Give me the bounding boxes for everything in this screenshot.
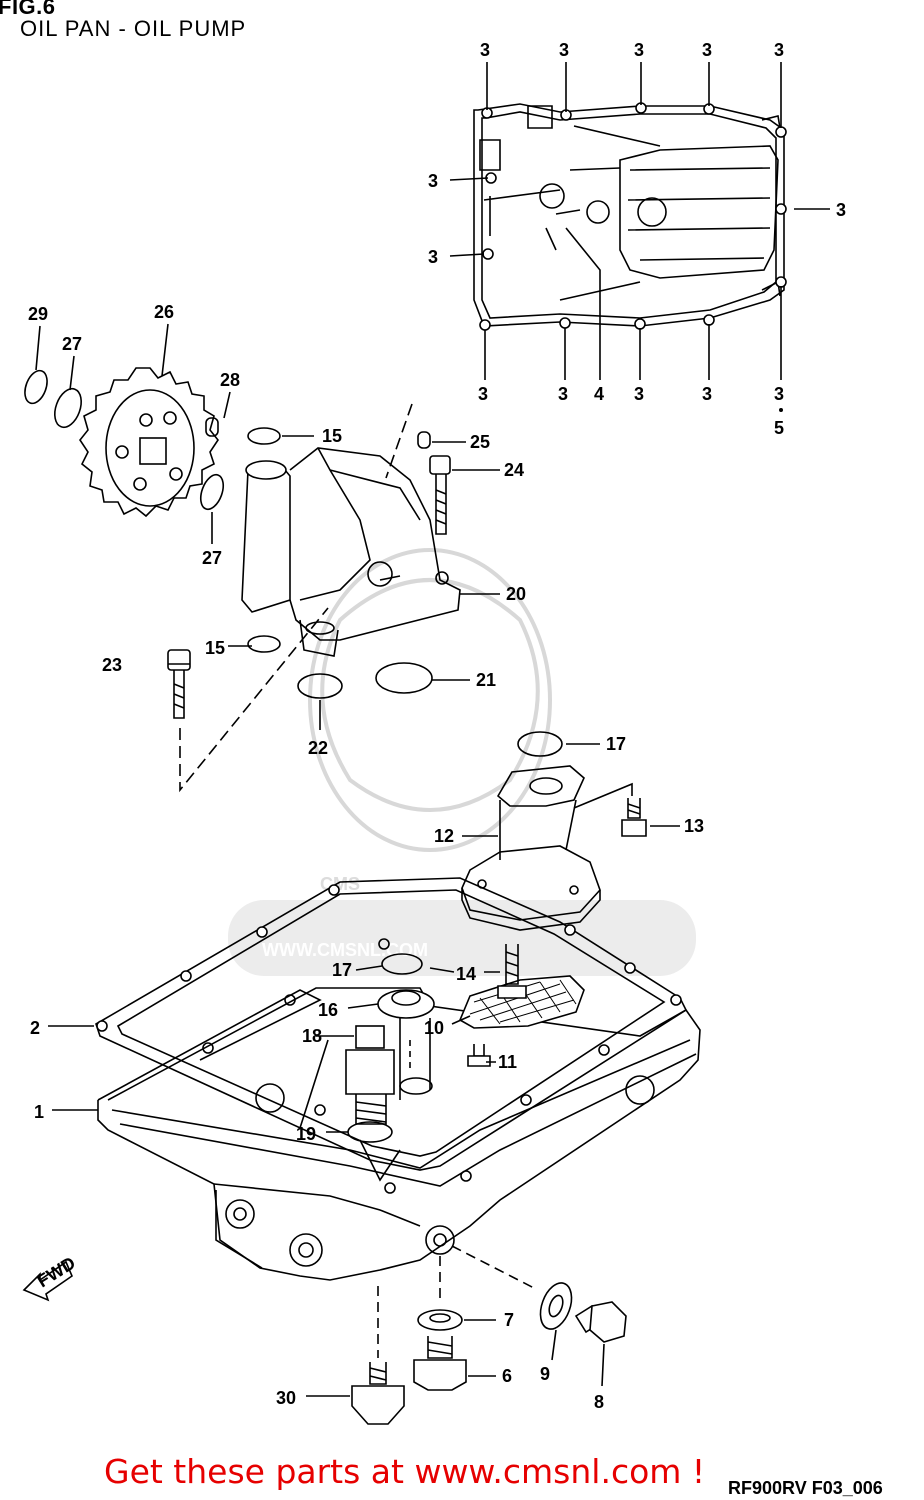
callout-29: 29 xyxy=(28,304,48,324)
callout-6: 6 xyxy=(502,1366,512,1386)
upper-oil-pan-gasket xyxy=(473,103,785,327)
callout-15: 15 xyxy=(205,638,225,658)
callout-7: 7 xyxy=(504,1310,514,1330)
washer-9 xyxy=(539,1282,573,1330)
pin-25 xyxy=(417,431,431,449)
drain-plug-8 xyxy=(574,1301,627,1343)
washer-7 xyxy=(417,1309,463,1331)
washer-27-upper xyxy=(54,387,82,429)
callout-9: 9 xyxy=(540,1364,550,1384)
drain-plug-30 xyxy=(351,1362,405,1425)
callout-3: 3 xyxy=(634,384,644,404)
callout-2: 2 xyxy=(30,1018,40,1038)
callout-3: 3 xyxy=(428,247,438,267)
callout-25: 25 xyxy=(470,432,490,452)
callout-19: 19 xyxy=(296,1124,316,1144)
diagram-title: OIL PAN - OIL PUMP xyxy=(20,16,247,41)
callout-3: 3 xyxy=(428,171,438,191)
oil-pressure-switch-18 xyxy=(345,1025,395,1125)
oil-pump-body xyxy=(241,447,461,657)
bolt-11 xyxy=(467,1044,491,1067)
callout-23: 23 xyxy=(102,655,122,675)
callout-11: 11 xyxy=(498,1052,517,1072)
bolt-24 xyxy=(429,455,451,535)
callout-22: 22 xyxy=(308,738,328,758)
callout-3: 3 xyxy=(836,200,846,220)
callout-3: 3 xyxy=(558,384,568,404)
callout-12: 12 xyxy=(434,826,454,846)
oil-pan xyxy=(97,938,701,1281)
callout-3: 3 xyxy=(774,384,784,404)
strainer-plate-10 xyxy=(458,975,585,1029)
callout-1: 1 xyxy=(34,1102,44,1122)
callout-3: 3 xyxy=(559,40,569,60)
bolt-23 xyxy=(167,649,191,719)
footer-link-text: Get these parts at www.cmsnl.com ! xyxy=(104,1452,706,1491)
o-ring-15-lower xyxy=(247,635,281,653)
o-ring-22 xyxy=(297,673,343,699)
upper-pan-bolt-holes xyxy=(479,102,787,331)
callout-14: 14 xyxy=(456,964,476,984)
callout-17: 17 xyxy=(606,734,626,754)
o-ring-21 xyxy=(375,662,433,694)
callout-16: 16 xyxy=(318,1000,338,1020)
watermark-logo: CMS WWW.CMSNL.COM xyxy=(228,548,696,976)
callout-27: 27 xyxy=(62,334,82,354)
callout-3: 3 xyxy=(634,40,644,60)
callout-17: 17 xyxy=(332,960,352,980)
callout-18: 18 xyxy=(302,1026,322,1046)
callout-28: 28 xyxy=(220,370,240,390)
o-ring-15-upper xyxy=(247,427,281,445)
callout-3: 3 xyxy=(774,40,784,60)
callout-3: 3 xyxy=(478,384,488,404)
drain-plug-6 xyxy=(413,1336,467,1391)
callout-24: 24 xyxy=(504,460,524,480)
watermark-url: WWW.CMSNL.COM xyxy=(262,940,428,960)
callout-30: 30 xyxy=(276,1388,296,1408)
bolt-14 xyxy=(497,944,527,999)
callout-5: 5 xyxy=(774,418,784,438)
oil-pressure-switch-holder xyxy=(377,989,435,1100)
callout-3: 3 xyxy=(480,40,490,60)
callout-15: 15 xyxy=(322,426,342,446)
bolt-13 xyxy=(621,798,647,837)
forward-arrow-icon: FWD xyxy=(22,1253,79,1302)
callout-8: 8 xyxy=(594,1392,604,1412)
callout-13: 13 xyxy=(684,816,704,836)
callout-3: 3 xyxy=(702,384,712,404)
callout-10: 10 xyxy=(424,1018,444,1038)
callout-27: 27 xyxy=(202,548,222,568)
callout-21: 21 xyxy=(476,670,496,690)
callout-26: 26 xyxy=(154,302,174,322)
callout-4: 4 xyxy=(594,384,604,404)
oil-pump-gear xyxy=(79,367,219,518)
diagram-reference-code: RF900RV F03_006 xyxy=(728,1478,883,1498)
figure-label: FIG.6 xyxy=(0,0,56,19)
washer-27-lower xyxy=(199,473,225,511)
o-ring-17 xyxy=(381,953,423,975)
callout-3: 3 xyxy=(702,40,712,60)
washer-19 xyxy=(347,1121,393,1143)
circlip-29 xyxy=(24,369,48,405)
callout-20: 20 xyxy=(506,584,526,604)
leaders-part-3 xyxy=(449,62,830,380)
pin-28 xyxy=(205,417,219,437)
